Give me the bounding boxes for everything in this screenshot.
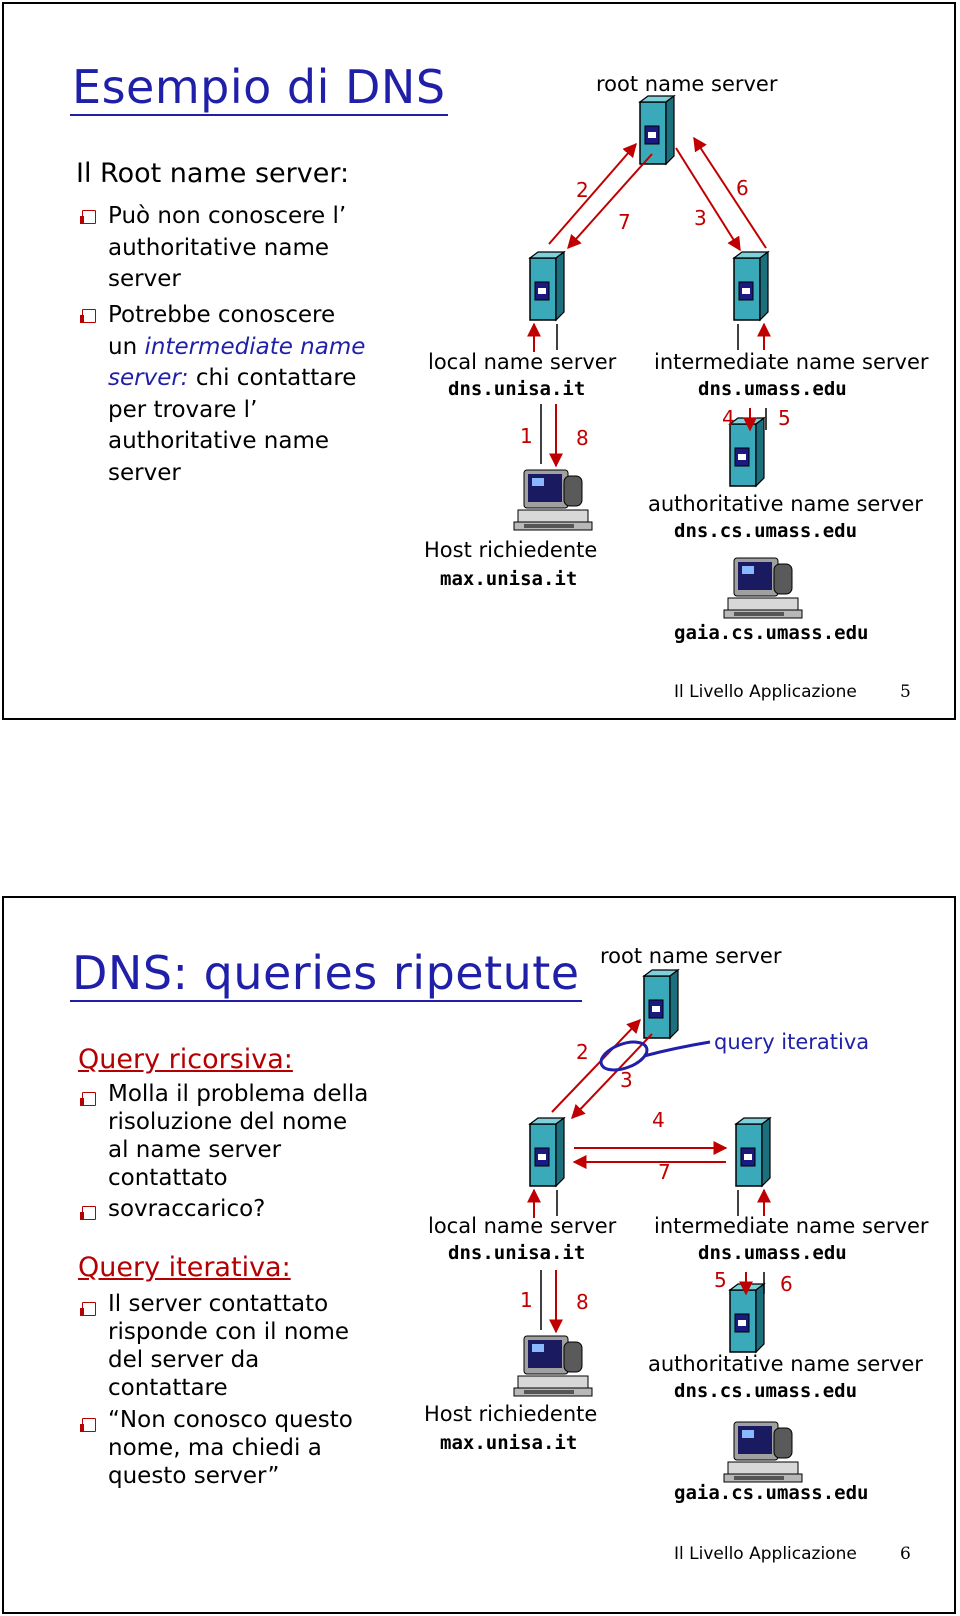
intermediate-server-host: dns.umass.edu [698, 1242, 847, 1264]
section-heading: Query iterativa: [78, 1252, 291, 1283]
authoritative-server-label: authoritative name server [648, 1352, 923, 1376]
authoritative-server-icon [729, 1283, 765, 1353]
requester-host: max.unisa.it [440, 1432, 578, 1454]
bullet-text: sovraccarico? [108, 1196, 266, 1222]
bullet-text: Può non conoscere l’ authoritative name … [108, 203, 347, 292]
square-bullet-icon [80, 1206, 96, 1220]
intermediate-server-icon [733, 251, 769, 321]
section-heading: Query ricorsiva: [78, 1044, 293, 1075]
arrow-6 [693, 136, 767, 249]
target-host: gaia.cs.umass.edu [674, 622, 869, 644]
slide-6: DNS: queries ripetute Query ricorsiva: M… [2, 896, 956, 1614]
requester-pc-icon [513, 469, 593, 531]
step-label: 7 [658, 1160, 671, 1184]
section-heading: Il Root name server: [76, 158, 350, 189]
intermediate-server-icon [735, 1117, 771, 1187]
square-bullet-icon [80, 309, 96, 323]
requester-host: max.unisa.it [440, 568, 578, 590]
step-label: 4 [652, 1108, 665, 1132]
step-label: 5 [778, 406, 791, 430]
slide-title: Esempio di DNS [70, 60, 448, 116]
slide-5: Esempio di DNS Il Root name server: Può … [2, 2, 956, 720]
step-label: 7 [618, 210, 631, 234]
authoritative-server-host: dns.cs.umass.edu [674, 1380, 858, 1402]
local-server-label: local name server [428, 350, 617, 374]
intermediate-server-label: intermediate name server [654, 1214, 929, 1238]
root-server-label: root name server [600, 944, 782, 968]
root-server-label: root name server [596, 72, 778, 96]
bullet-text: Potrebbe conoscere un intermediate name … [108, 302, 366, 486]
step-label: 5 [714, 1268, 727, 1292]
callout-label: query iterativa [714, 1030, 870, 1054]
square-bullet-icon [80, 1302, 96, 1316]
page-number: 6 [900, 1544, 911, 1564]
local-server-host: dns.unisa.it [448, 1242, 586, 1264]
arrow-3 [675, 147, 741, 252]
target-pc-icon [723, 1421, 803, 1483]
root-server-icon [643, 969, 679, 1039]
step-label: 8 [576, 1290, 589, 1314]
step-label: 3 [620, 1068, 633, 1092]
target-host: gaia.cs.umass.edu [674, 1482, 869, 1504]
step-label: 2 [576, 178, 589, 202]
arrow-7 [567, 153, 653, 250]
target-pc-icon [723, 557, 803, 619]
authoritative-server-host: dns.cs.umass.edu [674, 520, 858, 542]
bullet-text: “Non conosco questo nome, ma chiedi a qu… [108, 1407, 353, 1489]
bullet-text: Molla il problema della risoluzione del … [108, 1081, 369, 1191]
square-bullet-icon [80, 210, 96, 224]
intermediate-server-label: intermediate name server [654, 350, 929, 374]
local-server-icon [529, 1117, 565, 1187]
square-bullet-icon [80, 1092, 96, 1106]
slide-title: DNS: queries ripetute [70, 946, 582, 1002]
root-server-icon [639, 95, 675, 165]
local-server-host: dns.unisa.it [448, 378, 586, 400]
step-label: 1 [520, 424, 533, 448]
local-server-label: local name server [428, 1214, 617, 1238]
arrow-2 [548, 142, 637, 245]
footer-text: Il Livello Applicazione [674, 682, 857, 702]
step-label: 3 [694, 206, 707, 230]
step-label: 8 [576, 426, 589, 450]
step-label: 1 [520, 1288, 533, 1312]
footer-text: Il Livello Applicazione [674, 1544, 857, 1564]
requester-label: Host richiedente [424, 538, 598, 562]
authoritative-server-label: authoritative name server [648, 492, 923, 516]
dns-diagram [513, 95, 803, 619]
arrow-3 [571, 1033, 653, 1120]
bullet-text: Il server contattato risponde con il nom… [108, 1291, 350, 1401]
step-label: 6 [780, 1272, 793, 1296]
intermediate-server-host: dns.umass.edu [698, 378, 847, 400]
authoritative-server-icon [729, 417, 765, 487]
requester-label: Host richiedente [424, 1402, 598, 1426]
local-server-icon [529, 251, 565, 321]
step-label: 2 [576, 1040, 589, 1064]
step-label: 6 [736, 176, 749, 200]
page-number: 5 [900, 682, 911, 702]
requester-pc-icon [513, 1335, 593, 1397]
dns-diagram [513, 969, 803, 1483]
step-label: 4 [722, 406, 735, 430]
arrow-2 [551, 1018, 641, 1113]
square-bullet-icon [80, 1418, 96, 1432]
